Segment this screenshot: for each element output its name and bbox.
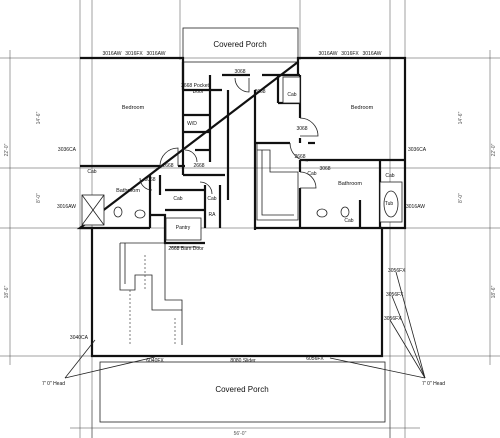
dashed-lines bbox=[129, 255, 176, 345]
tub-label: Tub bbox=[385, 201, 394, 207]
toilet-right bbox=[340, 206, 350, 218]
window-left-2: 3016AW bbox=[57, 204, 76, 210]
dim-left-4: 18'-6" bbox=[4, 285, 10, 298]
window-top-l2: 3016FX bbox=[125, 51, 143, 57]
head-label-left: 7' 0" Head bbox=[42, 381, 65, 387]
bath-right-label: Bathroom bbox=[338, 181, 362, 187]
window-left-1: 3036CA bbox=[58, 147, 77, 153]
bedroom-right-label: Bedroom bbox=[351, 105, 374, 111]
barn-door-label: 2668 Barn Door bbox=[168, 246, 204, 252]
door-3068-top: 3068 bbox=[234, 69, 245, 75]
door-3068-a: 3068 bbox=[296, 126, 307, 132]
hall-lines bbox=[119, 144, 299, 345]
pocket-door-label-2: Door bbox=[193, 89, 204, 95]
doors bbox=[139, 77, 319, 248]
window-bot-l2: 6040FX bbox=[146, 358, 164, 364]
window-right-2: 3016AW bbox=[406, 204, 425, 210]
dim-right-2: 22'-0" bbox=[491, 143, 497, 156]
fixtures bbox=[81, 76, 403, 241]
cab-label-g: Cab bbox=[344, 218, 353, 224]
dim-left-2: 22'-0" bbox=[4, 143, 10, 156]
dim-right-3: 8'-0" bbox=[458, 193, 464, 203]
bath-left-label: Bathroom bbox=[116, 188, 140, 194]
cab-label-f: Cab bbox=[385, 173, 394, 179]
window-top-r1: 3016AW bbox=[319, 51, 338, 57]
window-right-1: 3036CA bbox=[408, 147, 427, 153]
pantry-box bbox=[165, 217, 202, 241]
door-3068-b: 3068 bbox=[144, 177, 155, 183]
cab-label-d: Cab bbox=[287, 92, 296, 98]
door-2668-b: 2668 bbox=[162, 163, 173, 169]
head-callouts: 7' 0" Head 7' 0" Head bbox=[42, 271, 445, 387]
window-top-l3: 3016AW bbox=[147, 51, 166, 57]
pocket-door-label-1: 2668 Pocket bbox=[181, 83, 209, 89]
window-top-l1: 3016AW bbox=[103, 51, 122, 57]
cab-label-a: Cab bbox=[87, 169, 96, 175]
toilet-left bbox=[113, 206, 123, 218]
dimension-labels: 14'-6" 22'-0" 8'-0" 18'-6" 14'-6" 22'-0"… bbox=[4, 111, 497, 437]
dim-left-1: 14'-6" bbox=[36, 111, 42, 124]
bedroom-left-label: Bedroom bbox=[122, 105, 145, 111]
pantry-label: Pantry bbox=[176, 225, 191, 231]
exterior-walls bbox=[76, 56, 407, 358]
room-labels: Bedroom Bedroom Bathroom Bathroom W/D Pa… bbox=[87, 92, 394, 231]
cab-label-c: Cab bbox=[207, 196, 216, 202]
slider-label: 8080 Slider bbox=[230, 358, 256, 364]
window-bot-r: 6056FX bbox=[306, 356, 324, 362]
cab-label-b: Cab bbox=[173, 196, 182, 202]
sink-right bbox=[316, 208, 328, 218]
sink-left bbox=[134, 209, 146, 219]
bottom-porch-label: Covered Porch bbox=[215, 385, 268, 394]
window-top-r3: 3016AW bbox=[363, 51, 382, 57]
top-porch: Covered Porch bbox=[182, 27, 299, 63]
ra-label: RA bbox=[209, 212, 217, 218]
door-3068-c: 3068 bbox=[319, 166, 330, 172]
dim-bottom: 56'-0" bbox=[234, 431, 247, 437]
top-porch-label: Covered Porch bbox=[213, 40, 266, 49]
interior-walls bbox=[80, 62, 405, 245]
wd-label: W/D bbox=[187, 121, 197, 127]
dim-right-4: 18'-6" bbox=[491, 285, 497, 298]
window-right-fx2: 3056FX bbox=[386, 292, 404, 298]
cab-box-right bbox=[282, 76, 301, 104]
dim-right-1: 14'-6" bbox=[458, 111, 464, 124]
window-right-fx3: 3056FX bbox=[384, 316, 402, 322]
window-top-r2: 3016FX bbox=[341, 51, 359, 57]
door-2668-c: 2668 bbox=[193, 163, 204, 169]
door-2668-d: 2668 bbox=[294, 154, 305, 160]
window-labels: 3016AW 3016FX 3016AW 3016AW 3016FX 3016A… bbox=[57, 51, 427, 364]
dim-left-3: 8'-0" bbox=[36, 193, 42, 203]
window-bot-l: 3040CA bbox=[70, 335, 89, 341]
bottom-porch: Covered Porch bbox=[99, 361, 386, 423]
door-2668-a: 2668 bbox=[254, 89, 265, 95]
head-label-right: 7' 0" Head bbox=[422, 381, 445, 387]
door-labels: 2668 Pocket Door 2668 2668 2668 2668 306… bbox=[144, 69, 330, 364]
cab-label-e: Cab bbox=[307, 171, 316, 177]
window-right-fx1: 3056FX bbox=[388, 268, 406, 274]
